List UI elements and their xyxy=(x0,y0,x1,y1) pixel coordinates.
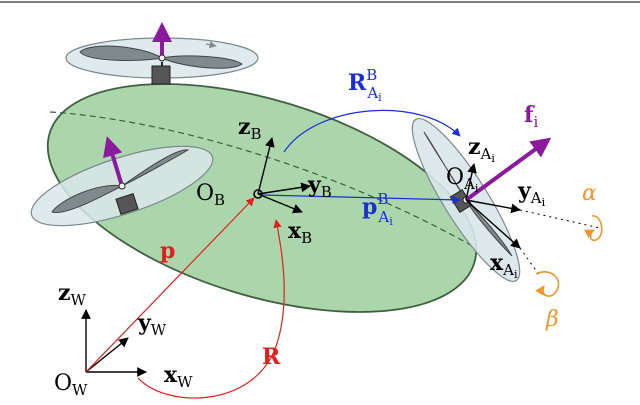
tilt-arrow-icon xyxy=(584,215,603,242)
beta-axis xyxy=(519,247,541,277)
label-beta: β xyxy=(545,307,559,332)
relative-position-vector xyxy=(261,194,461,205)
rotor-top xyxy=(65,22,259,85)
label-z-actuator: zAi xyxy=(468,134,495,165)
relative-rotation-arrow xyxy=(283,109,461,153)
label-alpha: α xyxy=(582,181,597,206)
position-vector xyxy=(85,197,255,373)
label-y-body: yB xyxy=(307,172,332,201)
label-z-body: zB xyxy=(238,114,262,143)
label-x-world: xW xyxy=(164,362,193,391)
label-y-actuator: yAi xyxy=(517,178,546,209)
label-y-world: yW xyxy=(137,310,167,339)
body-ellipsoid xyxy=(46,83,478,313)
rotation-arrow xyxy=(137,219,285,399)
label-origin-body: OB xyxy=(196,181,225,209)
world-frame xyxy=(81,309,147,377)
rotor-left xyxy=(30,136,214,227)
label-origin-world: OW xyxy=(54,371,88,399)
tilt-arrow-icon xyxy=(535,271,560,297)
label-rotation: R xyxy=(262,344,281,370)
label-x-body: xB xyxy=(288,218,312,247)
body-frame xyxy=(253,137,311,214)
label-z-world: zW xyxy=(58,280,87,309)
label-origin-actuator: OAi xyxy=(446,165,479,195)
label-force: fi xyxy=(524,102,538,131)
alpha-axis xyxy=(519,209,601,229)
actuator-frame xyxy=(465,163,521,249)
label-position: p xyxy=(160,238,175,264)
label-x-actuator: xAi xyxy=(490,250,518,281)
